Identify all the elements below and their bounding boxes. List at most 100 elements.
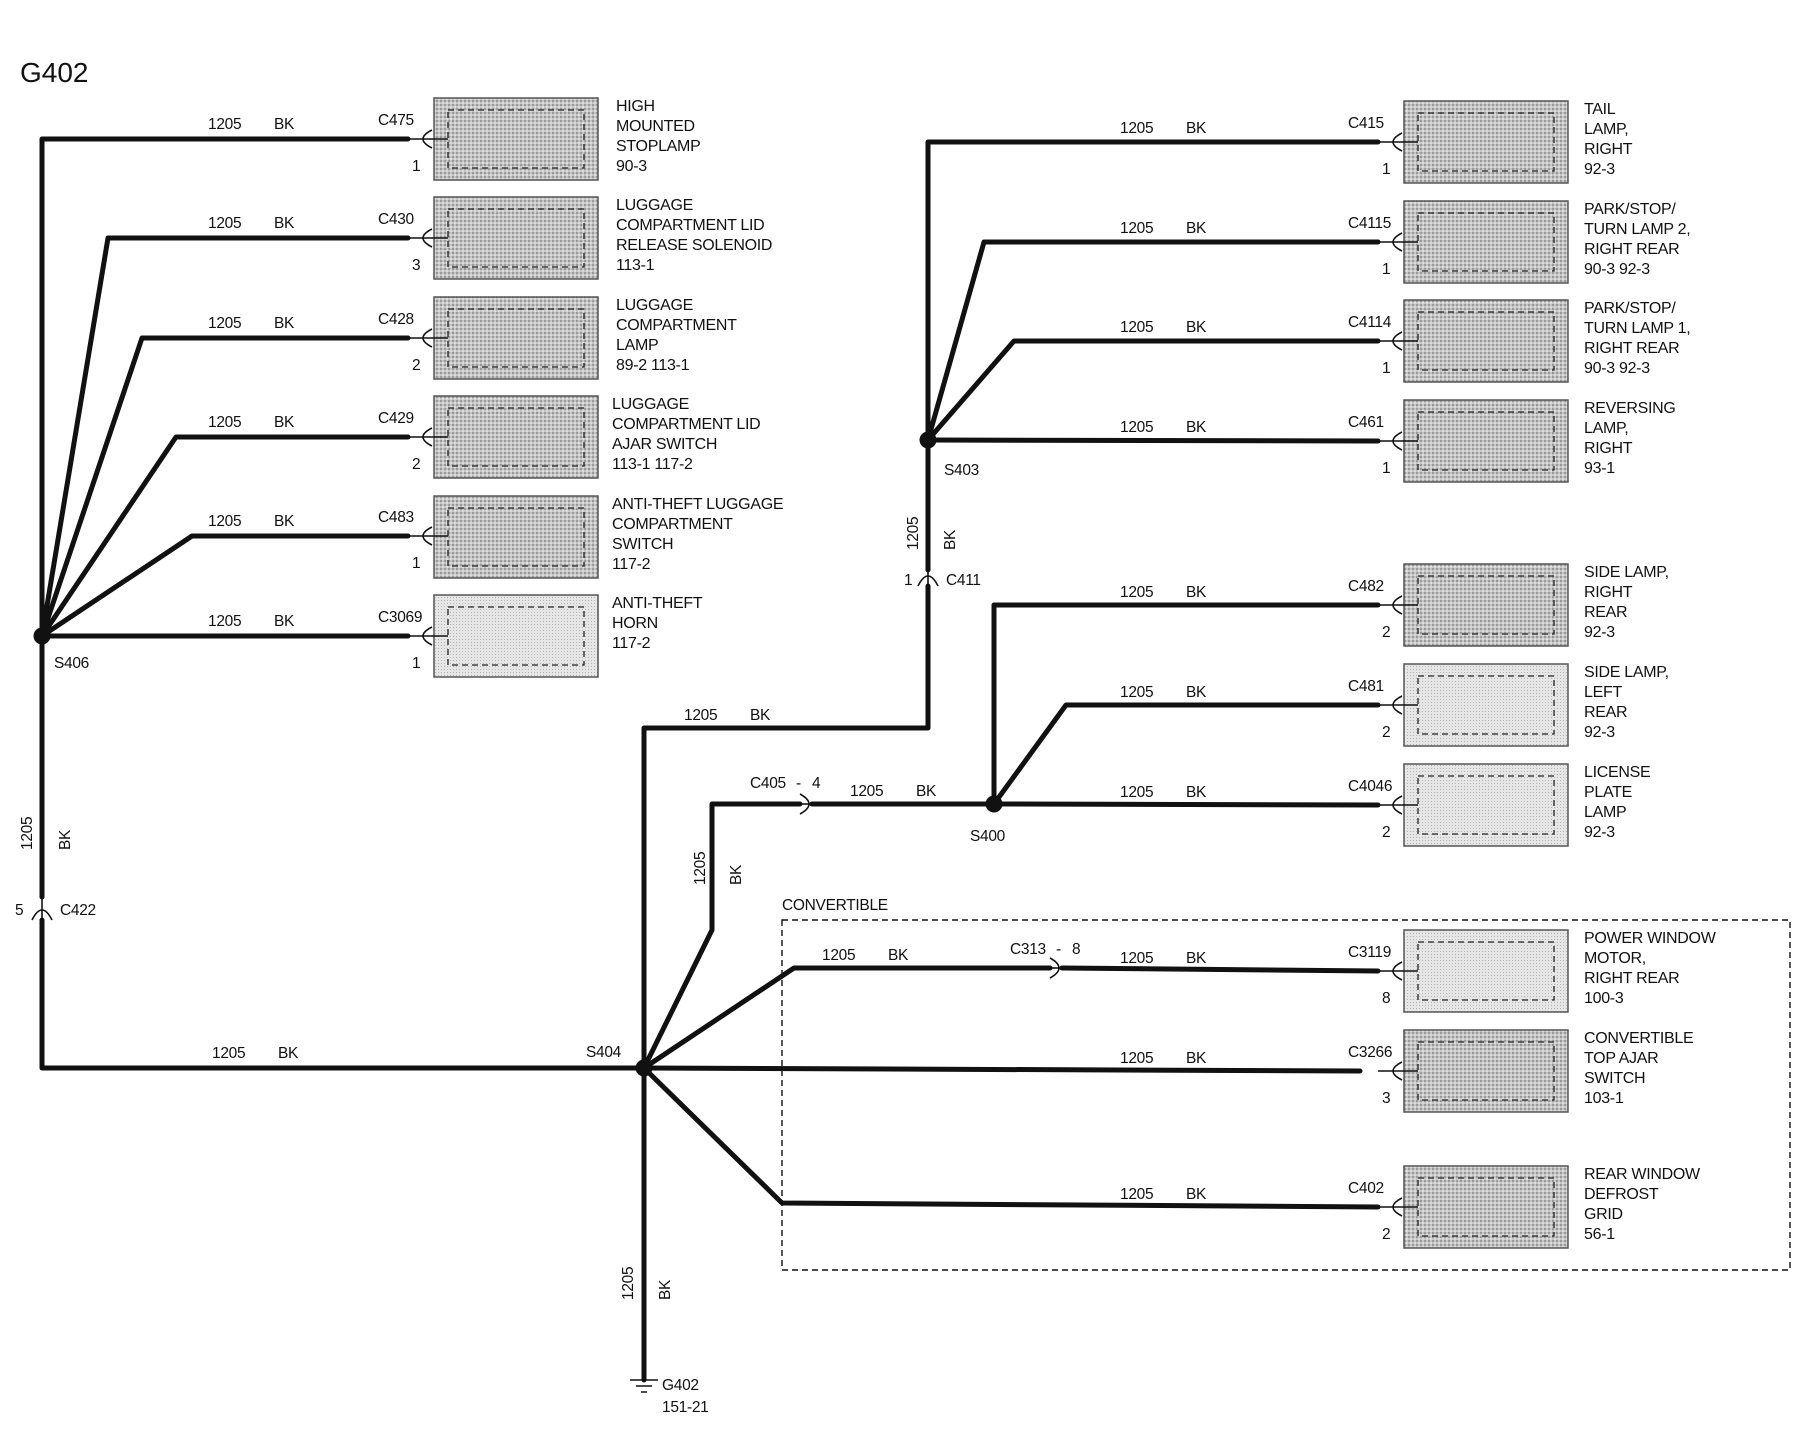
- pin-number: 2: [1382, 724, 1390, 741]
- component-box: [1403, 399, 1569, 483]
- inline-connector-c422: 5 C422: [15, 897, 96, 921]
- component-label-line: 56-1: [1584, 1226, 1615, 1243]
- component-label-line: 100-3: [1584, 990, 1624, 1007]
- wire-label-circuit: 1205: [822, 947, 855, 964]
- wire-label-circuit: 1205: [208, 215, 241, 232]
- svg-text:C411: C411: [946, 572, 981, 589]
- component-label-line: RELEASE SOLENOID: [616, 237, 772, 254]
- component-label-line: RIGHT: [1584, 440, 1633, 457]
- component-label-line: SWITCH: [612, 536, 673, 553]
- component-label-line: COMPARTMENT: [612, 516, 733, 533]
- convertible-region: [781, 919, 1791, 1271]
- wire-label-color: BK: [1186, 220, 1207, 237]
- wire-label-color: BK: [750, 707, 771, 724]
- component-box: [433, 97, 599, 181]
- component-label-line: PLATE: [1584, 784, 1632, 801]
- component-label-line: 92-3: [1584, 724, 1615, 741]
- splice-s403: [919, 431, 937, 449]
- component-label-line: LAMP,: [1584, 420, 1628, 437]
- component-box: [1403, 299, 1569, 383]
- component-label-line: 90-3: [616, 158, 647, 175]
- wire-label-color: BK: [274, 613, 295, 630]
- pin-number: 2: [412, 357, 420, 374]
- wire-c4114: [925, 338, 1381, 443]
- component-box: [433, 495, 599, 579]
- component-label-line: RIGHT REAR: [1584, 241, 1679, 258]
- component-label-line: REVERSING: [1584, 400, 1676, 417]
- component-label-line: 93-1: [1584, 460, 1615, 477]
- component-box: [433, 594, 599, 678]
- component-label-line: MOTOR,: [1584, 950, 1646, 967]
- component-box-inner: [1417, 1177, 1555, 1237]
- component-label-line: 117-2: [612, 556, 651, 573]
- wire-label-color: BK: [1186, 120, 1207, 137]
- wire-label-color: BK: [1186, 950, 1207, 967]
- component-label-line: 90-3 92-3: [1584, 261, 1650, 278]
- wire-label-color: BK: [1186, 319, 1207, 336]
- component-label-line: 113-1: [616, 257, 655, 274]
- component-label-line: COMPARTMENT LID: [612, 416, 760, 433]
- component-box-inner: [447, 606, 585, 666]
- component-label-line: LUGGAGE: [612, 396, 689, 413]
- wire-label-color: BK: [274, 414, 295, 431]
- component-label-line: 90-3 92-3: [1584, 360, 1650, 377]
- wire-label-circuit: 1205: [684, 707, 717, 724]
- splice-s406: [33, 627, 51, 645]
- component-label-line: TOP AJAR: [1584, 1050, 1658, 1067]
- wire-label-color: BK: [1186, 1050, 1207, 1067]
- component-label-line: RIGHT REAR: [1584, 970, 1679, 987]
- wire-c481: [991, 702, 1381, 807]
- component-box-inner: [447, 308, 585, 368]
- connector-id: C3119: [1348, 944, 1391, 961]
- pin-number: 1: [1382, 360, 1390, 377]
- component-box-inner: [447, 109, 585, 169]
- component-box-inner: [447, 208, 585, 268]
- wire-c483: [39, 533, 411, 639]
- component-label-line: RIGHT: [1584, 141, 1633, 158]
- pin-number: 2: [1382, 824, 1390, 841]
- component-label-line: PARK/STOP/: [1584, 201, 1676, 218]
- pin-number: 2: [412, 456, 420, 473]
- component-label-line: RIGHT REAR: [1584, 340, 1679, 357]
- svg-text:C313: C313: [1010, 941, 1046, 958]
- component-label-line: LAMP: [1584, 804, 1626, 821]
- component-label-line: LUGGAGE: [616, 197, 693, 214]
- wire-c402: [641, 1065, 1381, 1210]
- component-box-inner: [447, 507, 585, 567]
- wire-label-color: BK: [728, 864, 745, 885]
- wire-label-circuit: 1205: [212, 1045, 245, 1062]
- pin-number: 1: [412, 655, 420, 672]
- wire-c422-s404: [39, 917, 647, 1071]
- component-box: [433, 395, 599, 479]
- connector-id: C402: [1348, 1180, 1384, 1197]
- wire-label-color: BK: [278, 1045, 299, 1062]
- component-label-line: LEFT: [1584, 684, 1622, 701]
- component-box-inner: [1417, 411, 1555, 471]
- wire-label-color: BK: [916, 783, 937, 800]
- connector-id: C482: [1348, 578, 1384, 595]
- svg-text:-: -: [1056, 941, 1061, 958]
- wire-label-color: BK: [1186, 419, 1207, 436]
- wire-label-circuit: 1205: [1120, 784, 1153, 801]
- component-box-inner: [1417, 675, 1555, 735]
- component-label-line: REAR: [1584, 704, 1627, 721]
- ground-symbol: G402 151-21: [630, 1377, 709, 1416]
- wire-label-color: BK: [888, 947, 909, 964]
- wire-label-color: BK: [274, 116, 295, 133]
- component-label-line: PARK/STOP/: [1584, 300, 1676, 317]
- wire-label-circuit: 1205: [692, 852, 709, 885]
- component-label-line: RIGHT: [1584, 584, 1633, 601]
- component-box-inner: [1417, 575, 1555, 635]
- wire-label-circuit: 1205: [850, 783, 883, 800]
- wire-label-circuit: 1205: [1120, 419, 1153, 436]
- component-label-line: TAIL: [1584, 101, 1616, 118]
- inline-connector-c313: C313 - 8: [1010, 941, 1081, 979]
- pin-number: 1: [1382, 161, 1390, 178]
